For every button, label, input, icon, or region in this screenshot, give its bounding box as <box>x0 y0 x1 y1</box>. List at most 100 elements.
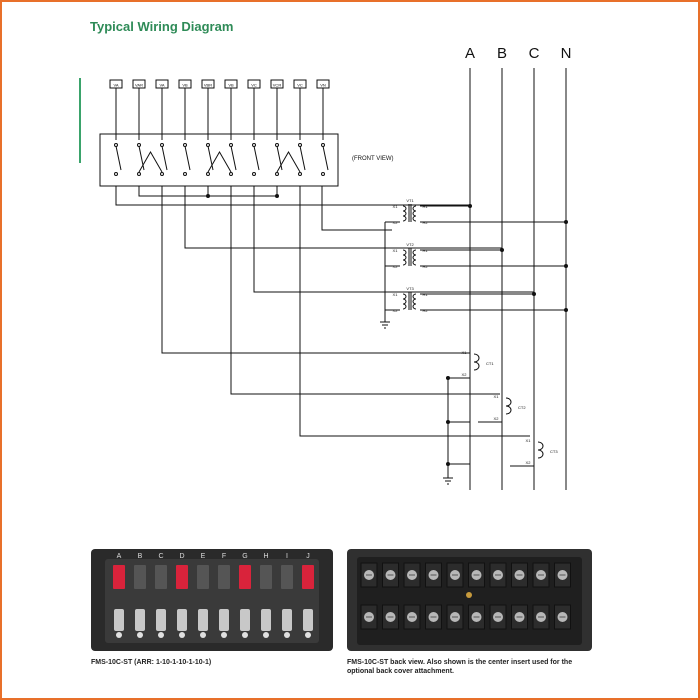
switch-letter: A <box>117 553 122 560</box>
ct-side-label: X2 <box>462 372 468 377</box>
vt-coil-right <box>412 293 417 300</box>
switch-blade <box>322 145 329 171</box>
switch-contact <box>206 172 210 176</box>
switch-handle <box>260 565 272 589</box>
junction <box>446 420 450 424</box>
front-caption: FMS-10C-ST (ARR: 1-10-1-10-1-10-1) <box>91 659 212 666</box>
ct-label: CT3 <box>550 449 558 454</box>
ct-label: CT1 <box>486 361 494 366</box>
terminal-label: VCR <box>273 83 282 88</box>
screw-terminal <box>242 632 248 638</box>
vt-coil-left <box>402 303 407 310</box>
switch-letter: C <box>158 553 163 560</box>
switch-blade <box>115 145 122 171</box>
switch-contact <box>252 172 256 176</box>
switch-letter: G <box>242 553 247 560</box>
switch-letter: H <box>263 553 268 560</box>
switch-contact <box>114 172 118 176</box>
switch-jaw <box>282 609 292 631</box>
switch-contact <box>298 172 302 176</box>
junction <box>532 292 536 296</box>
vt-coil-left <box>402 293 407 300</box>
terminal-label: VB <box>182 83 188 88</box>
vt-side-label: X1 <box>393 204 399 209</box>
bus-label-b: B <box>497 45 507 62</box>
switch-blade <box>138 145 145 171</box>
vt-side-label: X1 <box>393 248 399 253</box>
ct-side-label: X2 <box>526 460 532 465</box>
vt2-primary-wire <box>184 186 502 249</box>
switch-blade <box>207 145 214 171</box>
terminal-label: VB <box>228 83 234 88</box>
ct-side-label: X1 <box>462 350 468 355</box>
switch-jaw <box>219 609 229 631</box>
switch-handle <box>302 565 314 589</box>
terminal-label: VA <box>113 83 118 88</box>
switch-blade <box>184 145 191 171</box>
vt-coil-left <box>402 210 407 217</box>
ct-coil <box>473 353 480 371</box>
screw-terminal <box>200 632 206 638</box>
vt-coil-right <box>412 298 417 305</box>
terminal-label: VA <box>159 83 164 88</box>
junction <box>446 462 450 466</box>
ct-coil <box>537 441 544 459</box>
terminal-label: VC <box>251 83 257 88</box>
screw-terminal <box>221 632 227 638</box>
vt-coil-left <box>402 298 407 305</box>
switch-contact <box>183 172 187 176</box>
switch-handle <box>197 565 209 589</box>
junction <box>446 376 450 380</box>
switch-jaw <box>177 609 187 631</box>
switch-handle <box>176 565 188 589</box>
switch-letter: E <box>201 553 206 560</box>
switch-jaw <box>198 609 208 631</box>
switch-blade <box>230 145 237 171</box>
vt-coil-right <box>412 205 417 212</box>
bus-label-a: A <box>465 45 475 62</box>
vt-label: VT3 <box>406 286 414 291</box>
ct2-wire <box>230 186 500 395</box>
screw-terminal <box>158 632 164 638</box>
switch-letter: I <box>286 553 288 560</box>
shorting-link <box>138 150 163 173</box>
vt-coil-right <box>412 249 417 256</box>
switch-contact <box>137 172 141 176</box>
switch-handle <box>155 565 167 589</box>
switch-letter: D <box>179 553 184 560</box>
ct-side-label: X1 <box>494 394 500 399</box>
back-caption: FMS-10C-ST back view. Also shown is the … <box>347 659 573 675</box>
ct-side-label: X1 <box>526 438 532 443</box>
switch-contact <box>160 172 164 176</box>
switch-contact <box>321 172 325 176</box>
switch-handle <box>281 565 293 589</box>
bus-label-c: C <box>529 45 540 62</box>
center-insert <box>466 592 472 598</box>
screw-terminal <box>137 632 143 638</box>
screw-terminal <box>284 632 290 638</box>
screw-terminal <box>263 632 269 638</box>
vt-coil-right <box>412 215 417 222</box>
terminal-label: VC <box>297 83 303 88</box>
switch-handle <box>134 565 146 589</box>
junction <box>564 308 568 312</box>
vt-coil-right <box>412 254 417 261</box>
switch-letter: J <box>306 553 310 560</box>
vt-coil-left <box>402 215 407 222</box>
back-photo <box>347 549 592 651</box>
shorting-link <box>207 150 232 173</box>
ct-label: CT2 <box>518 405 526 410</box>
vt3-primary-wire <box>253 186 534 293</box>
vt-coil-right <box>412 210 417 217</box>
switch-jaw <box>261 609 271 631</box>
switch-contact <box>275 172 279 176</box>
switch-handle <box>218 565 230 589</box>
switch-contact <box>229 172 233 176</box>
switch-block <box>99 133 339 187</box>
